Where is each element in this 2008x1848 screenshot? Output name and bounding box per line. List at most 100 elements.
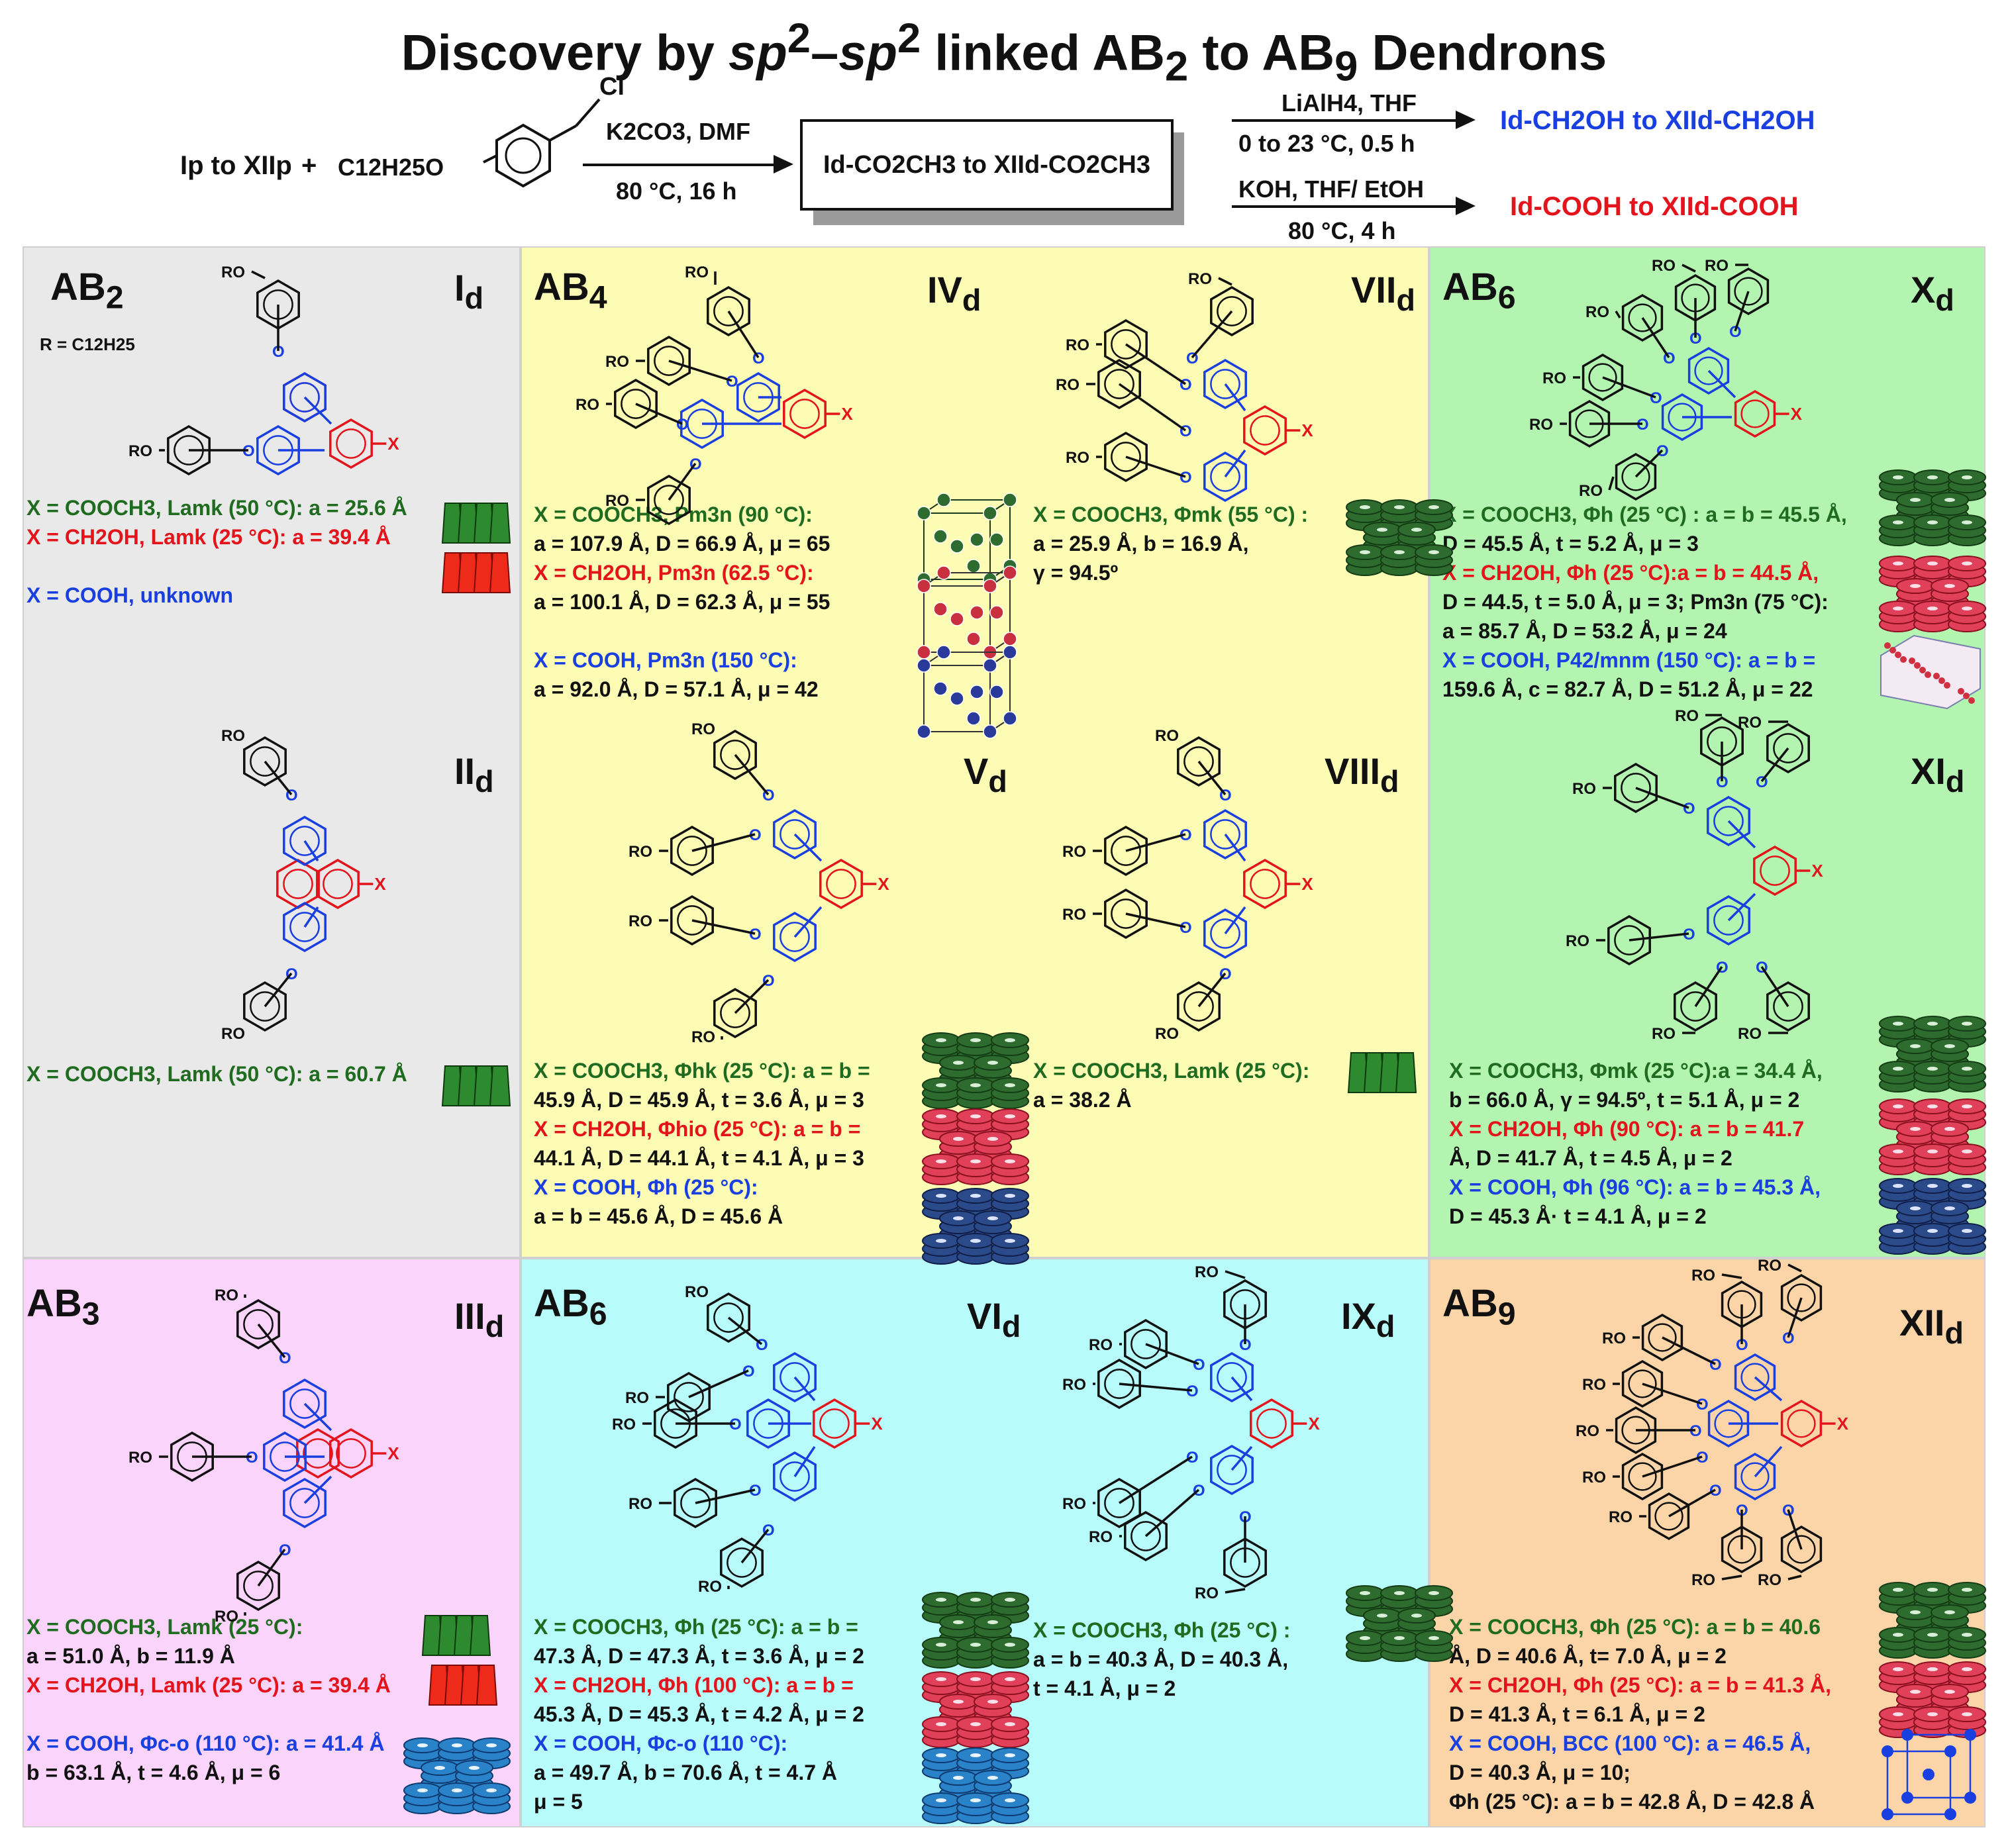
props-VIII: X = COOCH3, Lamk (25 °C):a = 38.2 Å <box>1033 1056 1309 1114</box>
atom-label: RO <box>221 1025 245 1043</box>
benzene-ring <box>1104 888 1148 940</box>
tetragonal-sphere-icon <box>1909 657 1915 664</box>
column-core-icon <box>1411 528 1422 532</box>
atom-label: RO <box>1089 1336 1113 1354</box>
aromatic-circle <box>1217 296 1247 326</box>
atom-label: RO <box>1062 1495 1086 1513</box>
aromatic-circle <box>1256 1408 1287 1439</box>
column-core-icon <box>1962 1229 1972 1233</box>
benzene-ring <box>170 1431 214 1483</box>
aromatic-circle <box>1183 991 1214 1022</box>
bond <box>1230 1376 1253 1402</box>
column-core-icon <box>1962 607 1972 610</box>
benzene-ring <box>1177 981 1221 1032</box>
compound-id-IV: IVd <box>927 269 981 318</box>
cubic-lattice-icon <box>921 652 1013 666</box>
atom-label: RO <box>605 492 629 510</box>
atom-label: RO <box>1652 1025 1676 1043</box>
tetragonal-sphere-icon <box>1914 662 1921 669</box>
benzene-ring <box>1581 353 1624 402</box>
aromatic-circle <box>1740 1462 1770 1491</box>
lattice-sphere-icon <box>966 711 981 726</box>
bond <box>1787 1575 1802 1581</box>
aromatic-circle <box>1787 1283 1816 1312</box>
atom-label: O <box>1716 773 1729 791</box>
atom-label: O <box>749 1482 762 1500</box>
benzene-ring <box>1661 393 1703 442</box>
property-line: X = COOH, Φc-o (110 °C): <box>534 1731 788 1755</box>
bond <box>1727 893 1756 922</box>
atom-label: O <box>1239 1336 1252 1354</box>
aromatic-circle <box>289 382 320 413</box>
column-core-icon <box>1893 1712 1903 1716</box>
bond <box>635 403 683 425</box>
benzene-ring <box>1621 1359 1664 1408</box>
property-line: 45.9 Å, D = 45.9 Å, t = 3.6 Å, μ = 3 <box>534 1088 864 1112</box>
column-core-icon <box>1962 1022 1972 1026</box>
column-core-icon <box>1005 1038 1015 1042</box>
r-definition: R = C12H25 <box>40 334 135 354</box>
property-line: a = 51.0 Å, b = 11.9 Å <box>26 1644 235 1668</box>
atom-label: RO <box>576 396 599 414</box>
atom-label: X <box>1301 420 1313 440</box>
column-core-icon <box>1893 1229 1903 1233</box>
column-core-icon <box>987 1216 998 1220</box>
tetragonal-sphere-icon <box>1919 667 1926 673</box>
aromatic-circle <box>1130 1329 1161 1359</box>
aromatic-circle <box>1787 1409 1816 1438</box>
column-core-icon <box>486 1788 497 1792</box>
page-title: Discovery by sp2–sp2 linked AB2 to AB9 D… <box>401 15 1607 90</box>
lattice-sphere-icon <box>983 724 997 739</box>
column-core-icon <box>1944 1206 1955 1210</box>
aromatic-circle <box>1773 733 1803 763</box>
bond <box>734 979 770 1014</box>
lattice-sphere-icon <box>933 602 948 616</box>
panel-ab9 <box>1429 1258 1985 1827</box>
atom-label: O <box>1782 1330 1795 1347</box>
bond <box>1218 277 1232 286</box>
column-core-icon <box>1893 561 1903 565</box>
lattice-sphere-icon <box>966 632 981 646</box>
benzene-ring <box>1721 1525 1763 1574</box>
compound-id-III: IIId <box>454 1295 505 1344</box>
bond <box>1125 456 1186 478</box>
aromatic-circle <box>177 1441 207 1472</box>
benzene-ring <box>1700 716 1744 767</box>
column-core-icon <box>1005 1239 1015 1243</box>
lattice-sphere-icon <box>933 529 948 544</box>
aromatic-circle <box>753 1408 783 1439</box>
column-core-icon <box>970 1159 981 1163</box>
aromatic-circle <box>1787 1535 1816 1564</box>
aromatic-circle <box>250 991 280 1022</box>
aromatic-circle <box>1111 899 1141 929</box>
bond <box>1225 1588 1246 1594</box>
column-core-icon <box>1360 1591 1370 1595</box>
atom-label: O <box>1683 926 1695 944</box>
atom-label: RO <box>1155 727 1179 745</box>
benzene-ring <box>236 1298 280 1350</box>
benzene-ring <box>813 1398 856 1449</box>
atom-label: RO <box>1609 1508 1632 1526</box>
benzene-ring <box>1734 389 1776 438</box>
benzene-ring <box>647 474 691 526</box>
property-line: a = 49.7 Å, b = 70.6 Å, t = 4.7 Å <box>534 1761 838 1784</box>
benzene-ring <box>773 808 817 860</box>
compound-id-VIII: VIIId <box>1325 750 1399 799</box>
column-core-icon <box>936 1798 946 1802</box>
bond <box>1119 1383 1193 1392</box>
column-core-icon <box>1893 1667 1903 1671</box>
benzene-ring <box>1615 452 1657 501</box>
lamellar-column-icon <box>489 552 511 593</box>
lattice-sphere-icon <box>989 532 1004 547</box>
lattice-sphere-icon <box>970 605 984 620</box>
aromatic-circle <box>1734 277 1763 306</box>
column-core-icon <box>1962 1633 1972 1637</box>
lattice-sphere-icon <box>989 605 1004 620</box>
atom-label: O <box>676 416 689 434</box>
atom-label: X <box>387 434 399 454</box>
bcc-sphere-icon <box>1882 1745 1893 1757</box>
atom-label: X <box>841 404 853 424</box>
lattice-sphere-icon <box>933 681 948 696</box>
